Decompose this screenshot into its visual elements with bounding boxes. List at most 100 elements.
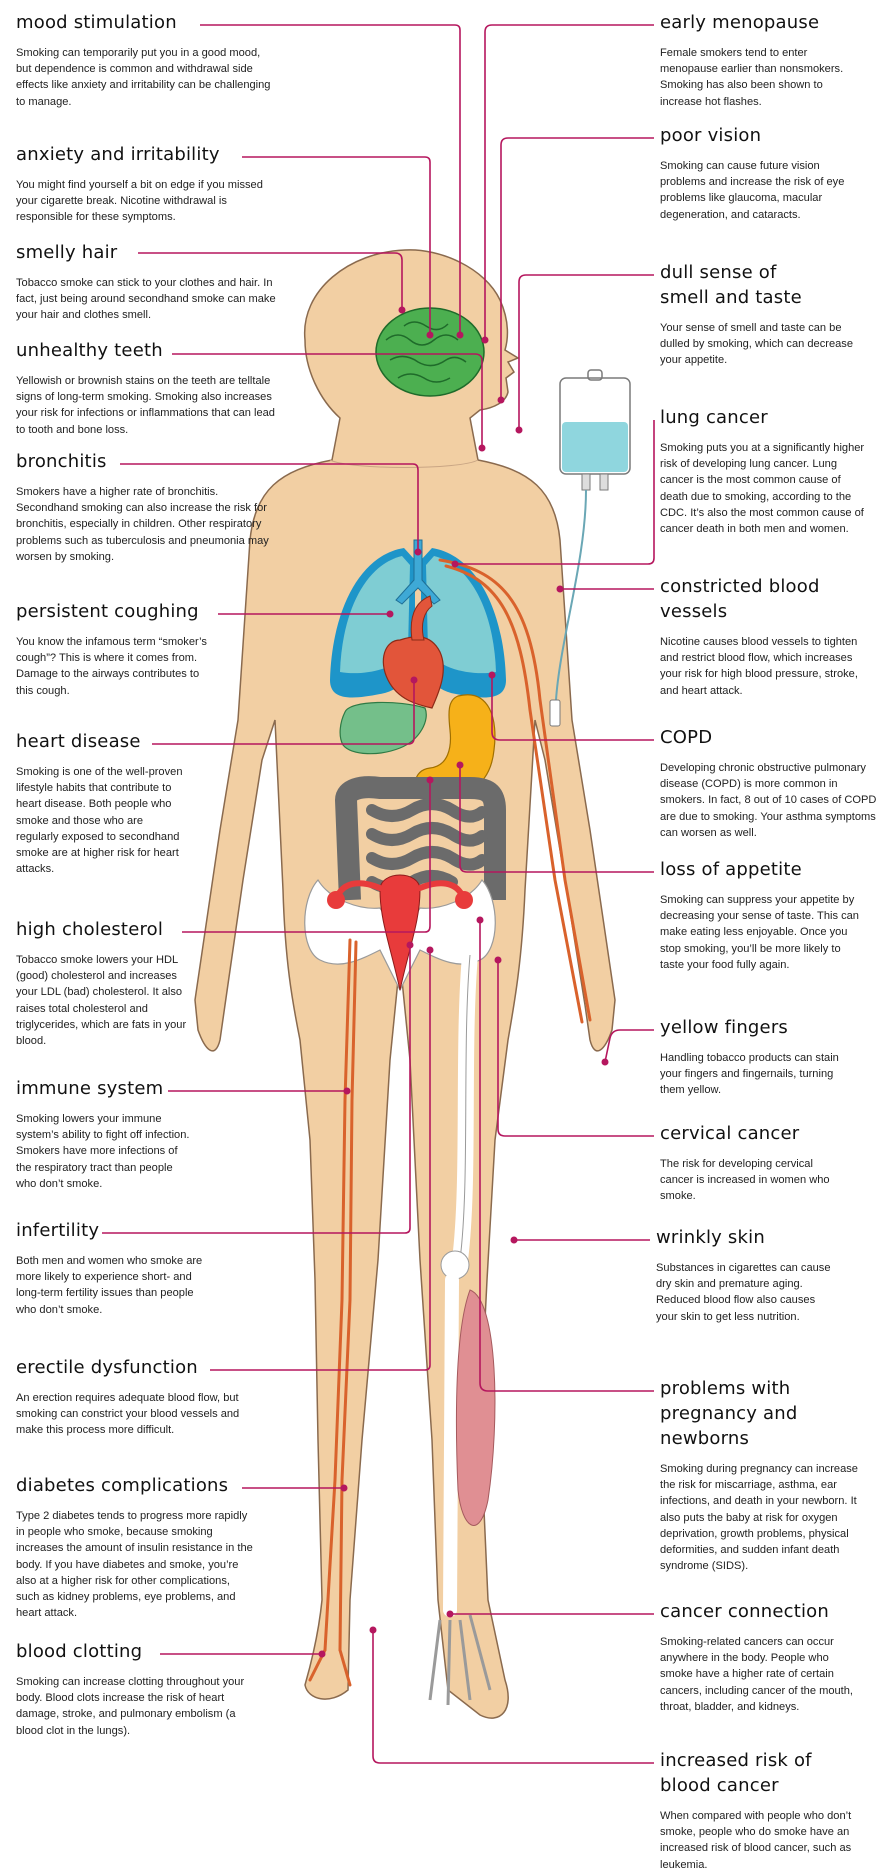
item-diabetes-complications: diabetes complications Type 2 diabetes t… (16, 1473, 276, 1621)
item-constricted-vessels: constricted blood vessels Nicotine cause… (660, 574, 875, 699)
item-description: Yellowish or brownish stains on the teet… (16, 375, 275, 436)
iv-bag-fluid (562, 422, 628, 472)
leg-vessel-2 (338, 940, 358, 1652)
leader-lung-cancer (455, 420, 655, 565)
arm-vessel (438, 558, 592, 1022)
item-description: Smoking can increase clotting throughout… (16, 1676, 245, 1737)
item-mood-stimulation: mood stimulation Smoking can temporarily… (16, 10, 276, 110)
large-intestine (335, 776, 506, 901)
iv-clamp (549, 699, 561, 727)
item-title: yellow fingers (660, 1017, 789, 1038)
item-description: Handling tobacco products can stain your… (660, 1052, 839, 1097)
iv-port-left (581, 473, 591, 491)
item-title: lung cancer (660, 407, 768, 428)
item-blood-clotting: blood clotting Smoking can increase clot… (16, 1639, 276, 1739)
item-title: blood clotting (16, 1641, 143, 1662)
item-description: Smoking can temporarily put you in a goo… (16, 47, 271, 108)
leader-copd (491, 675, 654, 741)
item-description: You might find yourself a bit on edge if… (16, 179, 263, 224)
leader-unhealthy-teeth (172, 353, 483, 448)
item-smelly-hair: smelly hair Tobacco smoke can stick to y… (16, 240, 276, 324)
leader-poor-vision (500, 137, 654, 400)
item-description: An erection requires adequate blood flow… (16, 1392, 240, 1437)
item-description: Smoking can suppress your appetite by de… (660, 894, 859, 971)
item-copd: COPD Developing chronic obstructive pulm… (660, 725, 876, 841)
intestines (335, 776, 506, 901)
item-description: Smoking puts you at a significantly high… (660, 442, 865, 536)
item-title: high cholesterol (16, 919, 164, 940)
item-immune-system: immune system Smoking lowers your immune… (16, 1076, 276, 1192)
leader-endpoints (318, 306, 609, 1658)
item-description: Smoking-related cancers can occur anywhe… (660, 1636, 854, 1713)
trachea (395, 539, 441, 605)
leg-vessel (323, 938, 352, 1652)
item-title: anxiety and irritability (16, 144, 220, 165)
item-title: constricted blood vessels (660, 576, 820, 622)
item-title: poor vision (660, 125, 762, 146)
item-description: Smoking can cause future vision problems… (660, 160, 845, 221)
item-title: infertility (16, 1220, 100, 1241)
liver (339, 701, 427, 755)
small-intestine (366, 798, 488, 894)
ovary-right (327, 891, 345, 909)
item-title: COPD (660, 727, 713, 748)
item-title: diabetes complications (16, 1475, 229, 1496)
ovary-left (455, 891, 473, 909)
item-title: smelly hair (16, 242, 118, 263)
item-description: Nicotine causes blood vessels to tighten… (660, 636, 858, 697)
item-title: cancer connection (660, 1601, 830, 1622)
leader-lines (102, 24, 655, 1764)
item-blood-cancer: increased risk of blood cancer When comp… (660, 1748, 875, 1873)
item-description: Developing chronic obstructive pulmonary… (660, 762, 877, 839)
item-title: mood stimulation (16, 12, 177, 33)
item-cervical-cancer: cervical cancer The risk for developing … (660, 1121, 875, 1205)
item-early-menopause: early menopause Female smokers tend to e… (660, 10, 875, 110)
heart-shape (382, 636, 444, 709)
aorta (410, 595, 433, 641)
item-description: You know the infamous term “smoker’s cou… (16, 636, 207, 697)
calf-muscle (455, 1289, 496, 1526)
item-title: heart disease (16, 731, 141, 752)
item-description: When compared with people who don’t smok… (660, 1810, 852, 1871)
leader-blood-cancer (372, 1630, 654, 1764)
item-title: persistent coughing (16, 601, 199, 622)
leader-mood-stimulation (200, 24, 461, 335)
item-title: bronchitis (16, 451, 107, 472)
iv-port-right (599, 473, 609, 491)
item-pregnancy-newborns: problems with pregnancy and newborns Smo… (660, 1376, 875, 1574)
item-wrinkly-skin: wrinkly skin Substances in cigarettes ca… (656, 1225, 871, 1325)
leader-infertility (102, 945, 411, 1234)
brain-folds (385, 321, 467, 383)
blood-vessels (308, 558, 592, 1687)
leader-smelly-hair (138, 252, 403, 310)
femur-outline (459, 954, 471, 1261)
item-cancer-connection: cancer connection Smoking-related cancer… (660, 1599, 875, 1715)
tibia (443, 1273, 459, 1617)
item-description: Smoking is one of the well-proven lifest… (16, 766, 183, 876)
leader-heart-disease (152, 680, 415, 745)
item-title: wrinkly skin (656, 1227, 765, 1248)
item-description: Female smokers tend to enter menopause e… (660, 47, 844, 108)
arm-vessel-2 (444, 564, 584, 1024)
leg-bones (428, 947, 492, 1706)
leader-dull-smell-taste (518, 274, 654, 430)
nipple-line (329, 459, 479, 468)
leader-yellow-fingers (604, 1029, 654, 1063)
item-title: cervical cancer (660, 1123, 800, 1144)
leader-cervical-cancer (497, 960, 654, 1137)
item-description: Smoking during pregnancy can increase th… (660, 1463, 858, 1573)
leader-early-menopause (484, 24, 654, 340)
item-poor-vision: poor vision Smoking can cause future vis… (660, 123, 875, 223)
leader-erectile-dysfunction (210, 950, 431, 1371)
item-title: erectile dysfunction (16, 1357, 198, 1378)
item-unhealthy-teeth: unhealthy teeth Yellowish or brownish st… (16, 338, 276, 438)
iv-bag-hanger (587, 369, 603, 381)
item-description: Your sense of smell and taste can be dul… (660, 322, 854, 367)
item-persistent-coughing: persistent coughing You know the infamou… (16, 599, 276, 699)
item-title: problems with pregnancy and newborns (660, 1378, 798, 1449)
item-description: Both men and women who smoke are more li… (16, 1255, 203, 1316)
left-lung-inner (426, 556, 496, 674)
item-bronchitis: bronchitis Smokers have a higher rate of… (16, 449, 276, 565)
item-title: unhealthy teeth (16, 340, 163, 361)
